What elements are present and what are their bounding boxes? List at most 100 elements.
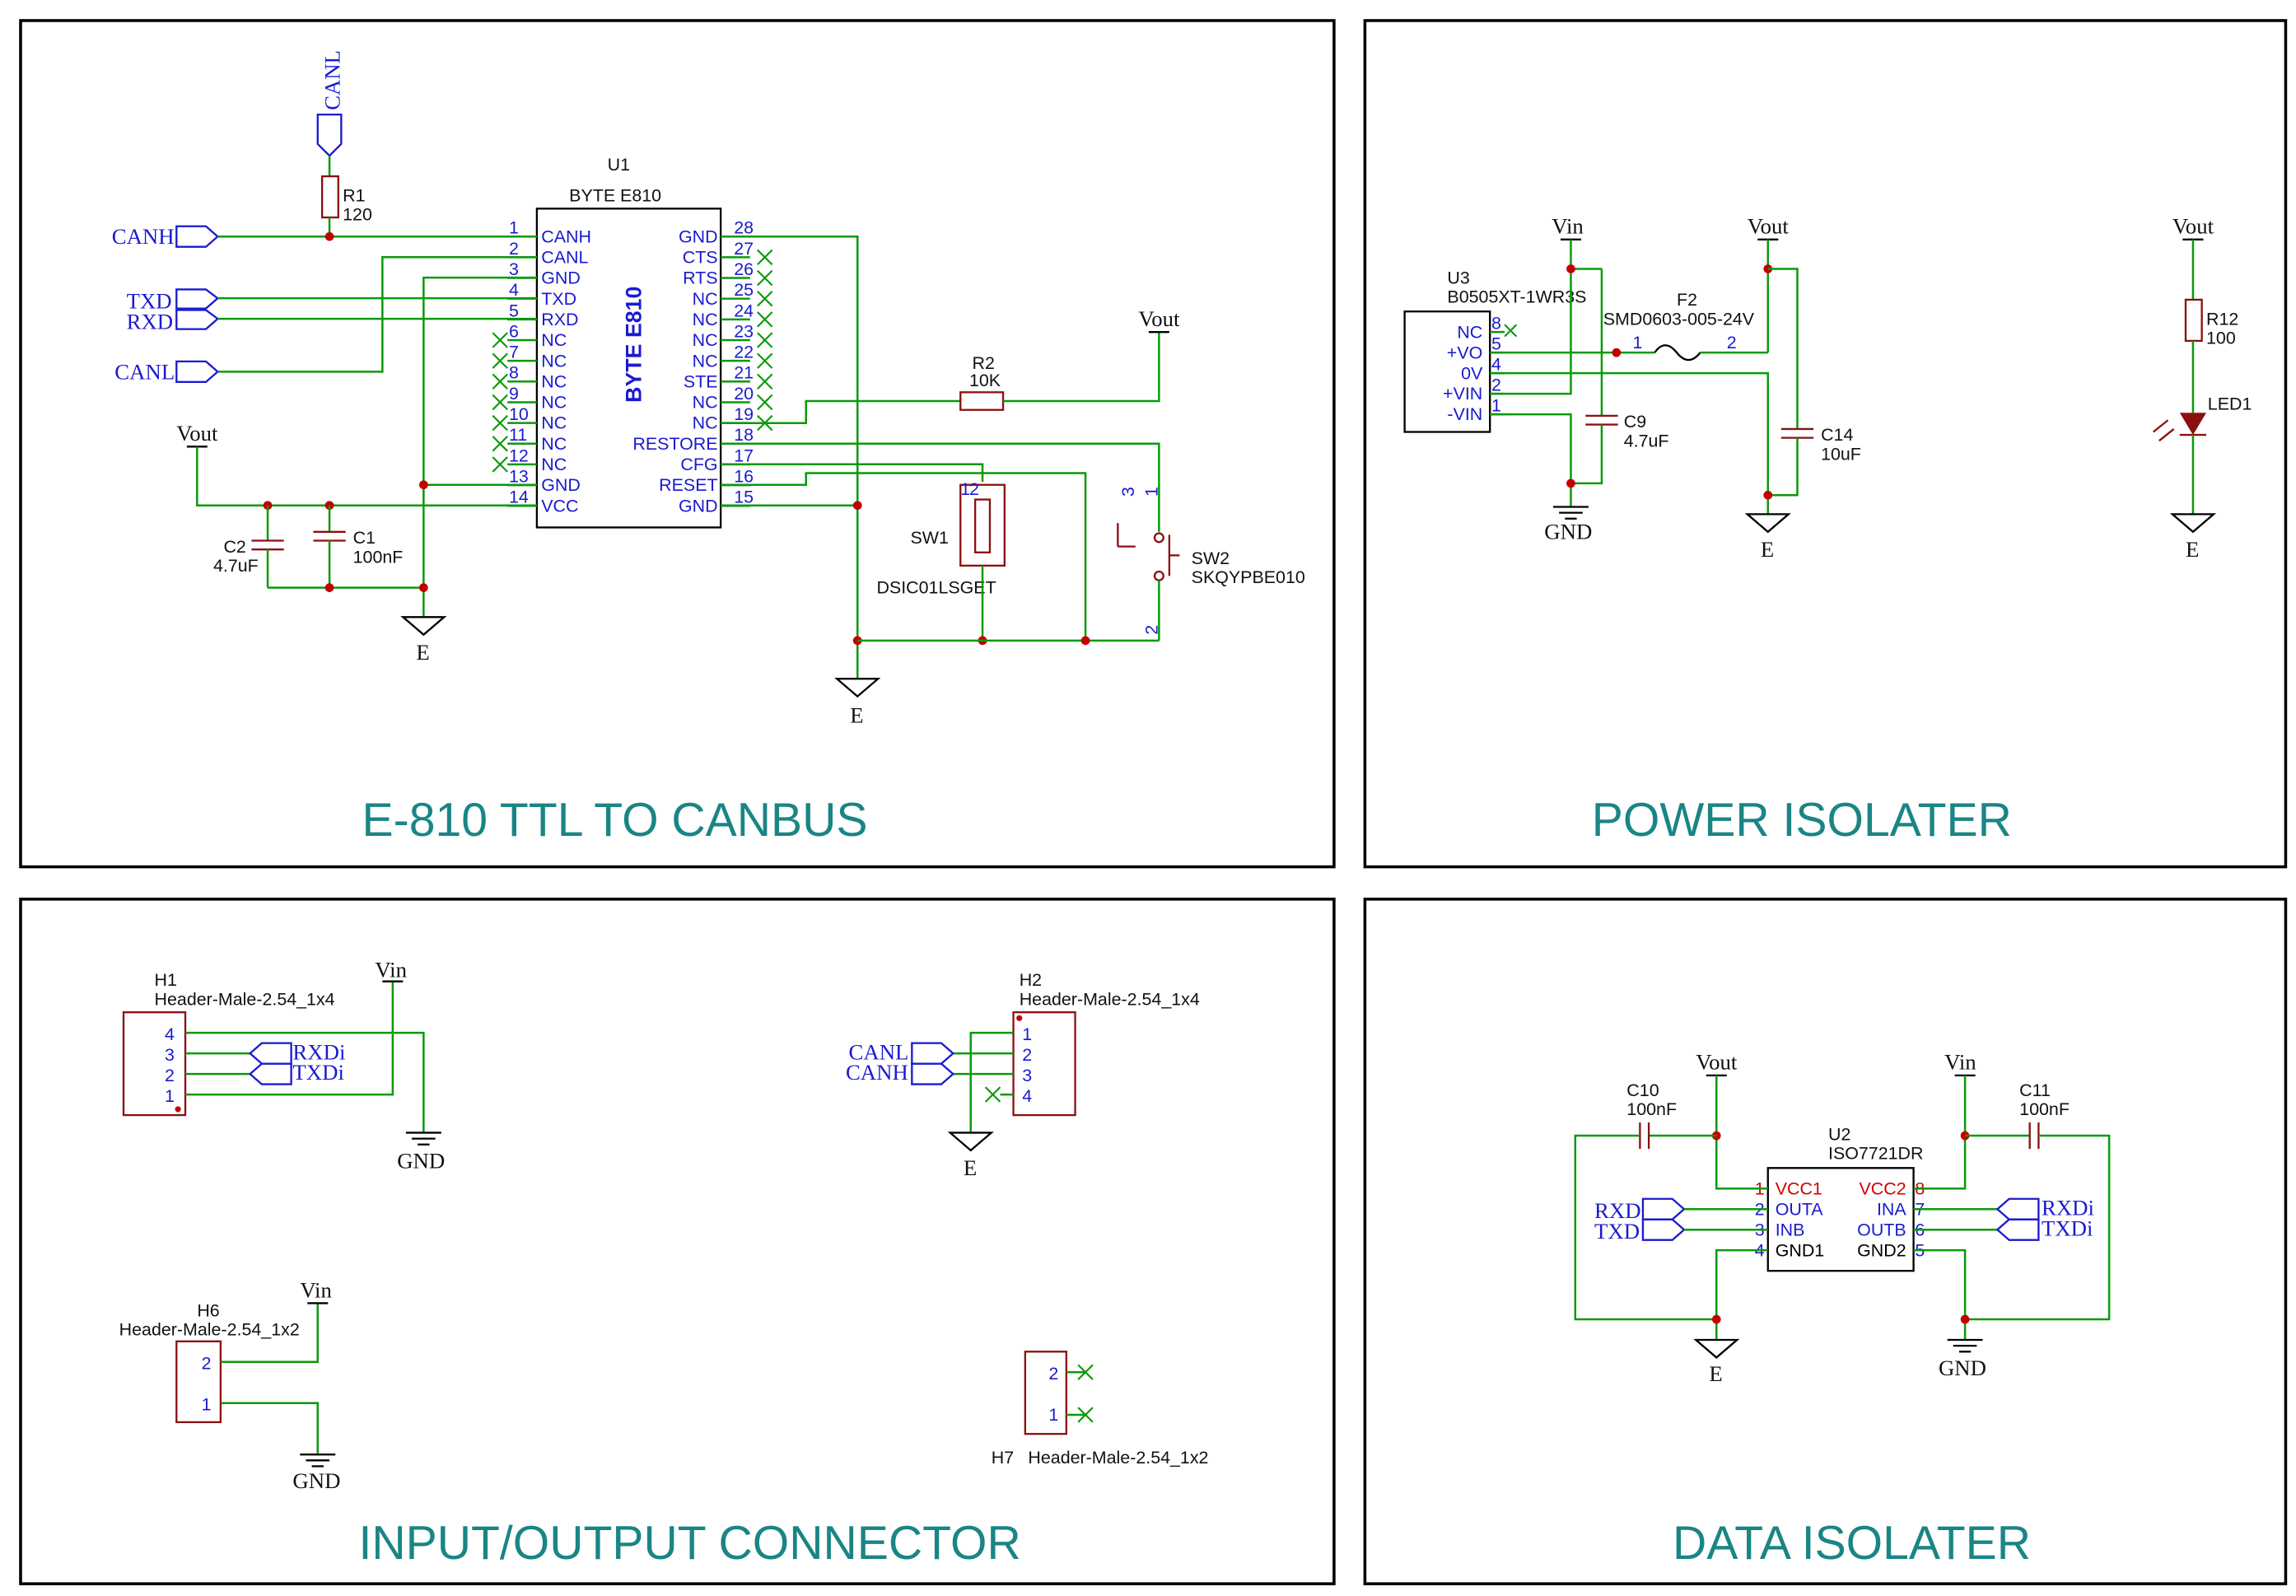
f2-symbol <box>1654 344 1701 362</box>
u1-pin-name: VCC <box>541 496 578 516</box>
panel-power-frame <box>1363 19 2288 869</box>
u3-body <box>1403 310 1491 433</box>
u2-pin-name: OUTA <box>1776 1199 1824 1219</box>
e-ground-symbol-data <box>1693 1338 1740 1359</box>
gnd-label-h1: GND <box>397 1148 445 1173</box>
r1-body <box>320 175 339 219</box>
u1-value: BYTE E810 <box>569 185 661 205</box>
u1-pin-name: GND <box>541 475 581 495</box>
u1-pin-name: NC <box>541 351 567 371</box>
e-ground-symbol-h2 <box>947 1132 994 1152</box>
u1-pin-name: RTS <box>683 268 717 288</box>
u1-pin-name: NC <box>541 413 567 433</box>
r12-value: 100 <box>2206 328 2236 348</box>
u1-pin-name: CTS <box>683 248 718 268</box>
canh-net-h2: CANH <box>846 1060 908 1085</box>
u1-pin-num: 24 <box>734 301 754 320</box>
txdi-net-data: TXDi <box>2042 1216 2093 1240</box>
u1-pin-num: 8 <box>509 363 519 383</box>
u3-pin-num: 8 <box>1491 314 1501 334</box>
panel-canbus-title: E-810 TTL TO CANBUS <box>362 794 868 847</box>
u3-pin-name: NC <box>1457 322 1482 342</box>
u1-pin-num: 21 <box>734 363 754 383</box>
u1-pin-num: 12 <box>509 446 529 465</box>
sw1-pin-2: 2 <box>969 479 979 499</box>
panel-connector-title: INPUT/OUTPUT CONNECTOR <box>359 1517 1021 1570</box>
u1-pin-name: NC <box>541 371 567 391</box>
c2-value: 4.7uF <box>213 556 259 576</box>
e-ground-symbol-1 <box>400 616 447 637</box>
txd-net-left: TXD <box>127 289 172 314</box>
u1-pin-name: NC <box>693 393 718 413</box>
vin-label-data: Vin <box>1944 1050 1976 1075</box>
c14-value: 10uF <box>1821 444 1861 464</box>
gnd-label-power: GND <box>1544 520 1592 544</box>
u1-pin-name: GND <box>541 268 581 288</box>
vout-label-left: Vout <box>176 421 218 446</box>
u1-pin-name: CANH <box>541 226 591 246</box>
sw2-pin-2: 2 <box>1142 625 1162 635</box>
c11-value: 100nF <box>2019 1099 2070 1119</box>
vout-label-data: Vout <box>1696 1050 1738 1075</box>
u1-pin-name: NC <box>541 393 567 413</box>
h7-value: Header-Male-2.54_1x2 <box>1028 1448 1208 1468</box>
e-ground-symbol-2 <box>834 678 881 698</box>
u1-pin-name: RESET <box>659 475 717 495</box>
u3-pin-num: 1 <box>1491 396 1501 416</box>
h1-pin-4: 4 <box>165 1024 175 1044</box>
txd-flag-data <box>1641 1218 1686 1241</box>
u1-pin-num: 23 <box>734 321 754 341</box>
u1-pin-name: CFG <box>680 455 717 474</box>
u2-ref: U2 <box>1828 1124 1850 1144</box>
u1-pin-num: 10 <box>509 404 529 424</box>
u1-pin-name: CANL <box>541 248 588 268</box>
u1-pin-num: 19 <box>734 404 754 424</box>
u1-pin-num: 28 <box>734 218 754 238</box>
txd-net-data: TXD <box>1594 1219 1640 1244</box>
h2-pin-2: 2 <box>1022 1045 1032 1065</box>
vin-label-power: Vin <box>1552 214 1584 239</box>
r1-value: 120 <box>343 205 372 225</box>
rxd-net-left: RXD <box>127 310 174 334</box>
h1-pin-2: 2 <box>165 1066 175 1085</box>
u1-pin-num: 25 <box>734 280 754 300</box>
u3-pin-name: +VO <box>1447 343 1482 362</box>
u2-pin-name: INA <box>1877 1199 1906 1219</box>
h6-value: Header-Male-2.54_1x2 <box>119 1320 300 1340</box>
u1-pin-num: 6 <box>509 321 519 341</box>
led1-symbol <box>2179 413 2206 436</box>
u1-body-label: BYTE E810 <box>622 287 646 403</box>
h1-pin-3: 3 <box>165 1045 175 1065</box>
h7-body <box>1024 1351 1068 1435</box>
u1-pin-name: NC <box>693 413 718 433</box>
r1-ref: R1 <box>343 185 365 205</box>
u1-pin-num: 22 <box>734 343 754 362</box>
rxd-net-data: RXD <box>1594 1198 1641 1223</box>
u1-pin-num: 4 <box>509 280 519 300</box>
u3-pin-name: 0V <box>1461 363 1483 383</box>
u2-pin-name: OUTB <box>1857 1220 1906 1239</box>
h7-pin-2: 2 <box>1048 1364 1058 1384</box>
canl-net-left: CANL <box>114 359 175 384</box>
r2-ref: R2 <box>973 353 995 373</box>
u3-pin-num: 2 <box>1491 376 1501 395</box>
vout-label-led: Vout <box>2172 214 2214 239</box>
sw1-pin-1: 1 <box>960 479 970 499</box>
u1-pin-name: RESTORE <box>632 434 717 454</box>
rxdi-net-data: RXDi <box>2042 1195 2094 1220</box>
txdi-net-h1: TXDi <box>292 1060 343 1085</box>
h1-body <box>122 1011 187 1117</box>
u3-pin-num: 5 <box>1491 334 1501 354</box>
sw2-value: SKQYPBE010 <box>1192 567 1305 587</box>
u2-pin-name: GND2 <box>1857 1240 1906 1260</box>
u1-pin-num: 26 <box>734 259 754 279</box>
u3-value: B0505XT-1WR3S <box>1447 287 1586 307</box>
u1-pin-name: NC <box>541 434 567 454</box>
u2-pin-name: VCC1 <box>1776 1178 1822 1198</box>
u1-pin-name: STE <box>684 371 718 391</box>
